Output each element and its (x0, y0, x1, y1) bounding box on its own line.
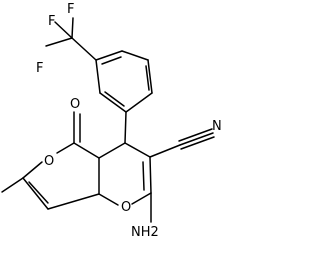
bond (28, 181, 49, 204)
bond (22, 161, 43, 179)
bond (22, 177, 49, 210)
bond (124, 142, 151, 158)
fluorine-label-3: F (36, 61, 43, 76)
bond (131, 192, 152, 205)
bond (145, 65, 150, 91)
bond (71, 37, 97, 61)
bond (104, 91, 125, 107)
bond (179, 132, 214, 146)
nitrile-group (149, 128, 215, 158)
bond (180, 136, 215, 150)
bond (101, 56, 122, 65)
fluorine-label-1: F (48, 14, 55, 29)
bond (149, 156, 152, 194)
phenyl-ring (95, 50, 153, 113)
bond (125, 92, 153, 113)
carbonyl-oxygen-label: O (70, 97, 80, 112)
nitrile-nitrogen-label: N (212, 119, 222, 134)
bond (73, 142, 100, 159)
bond (95, 59, 101, 94)
amino-group-label: NH2 (131, 225, 159, 240)
bond (99, 92, 127, 113)
bond (1, 177, 24, 193)
bond (149, 144, 181, 158)
bond (71, 17, 74, 39)
trifluoromethyl-group (45, 17, 97, 61)
pyran-oxygen-label: O (121, 200, 131, 215)
bond (98, 193, 119, 206)
structure-canvas: F F F O O O N NH2 (1, 2, 222, 240)
bond (147, 59, 153, 94)
bond (54, 21, 73, 39)
ring-oxygen-label: O (44, 154, 54, 169)
bond (45, 37, 73, 47)
pyran-ring (98, 142, 152, 206)
bond (142, 161, 145, 191)
bond (56, 142, 75, 154)
fluorine-label-2: F (67, 2, 74, 17)
bond (47, 193, 100, 210)
bond (124, 111, 127, 144)
bond (121, 50, 149, 61)
bond (98, 142, 126, 159)
chemical-structure: F F F O O O N NH2 (1, 2, 222, 240)
pyranone-ring (22, 111, 100, 210)
bond (95, 50, 123, 61)
bond (178, 128, 213, 142)
